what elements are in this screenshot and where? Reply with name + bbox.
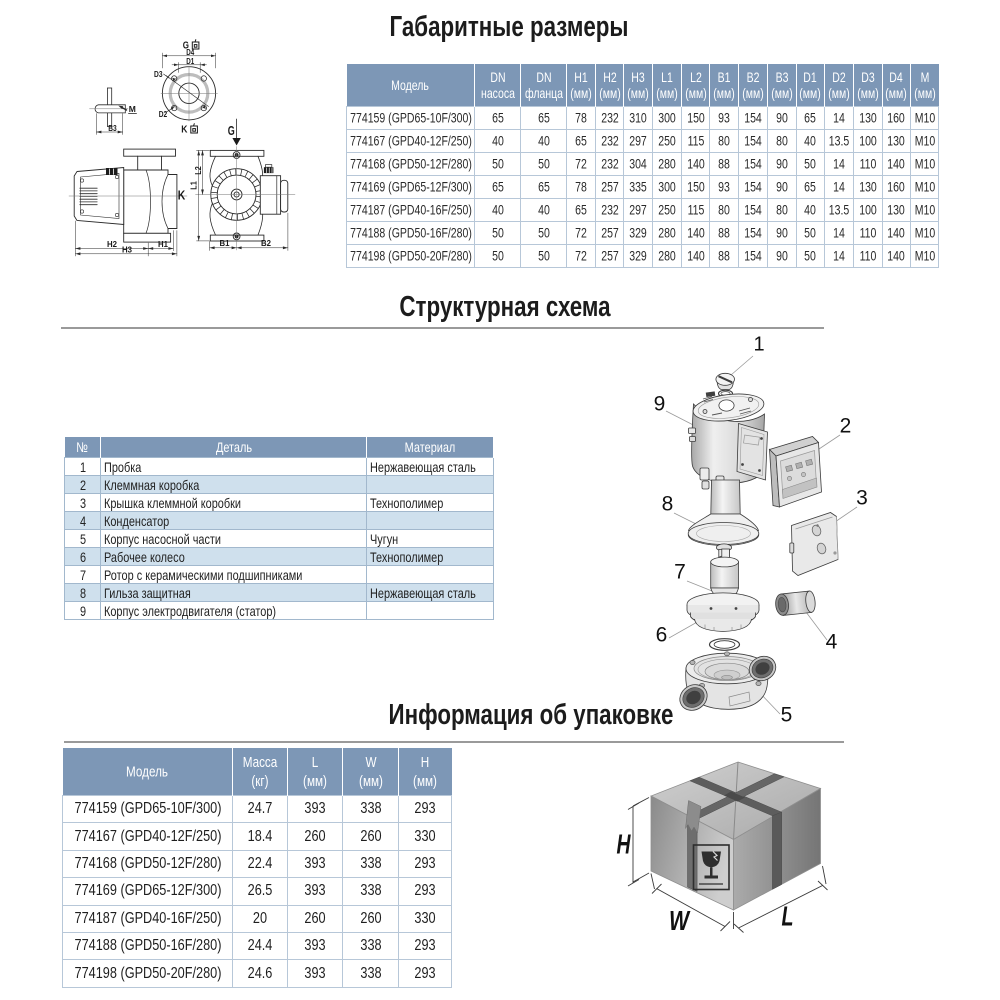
svg-text:H3: H3 (122, 244, 132, 254)
svg-text:L: L (782, 901, 794, 932)
svg-text:H2: H2 (107, 239, 117, 249)
svg-text:1: 1 (753, 334, 764, 356)
svg-text:9: 9 (654, 393, 666, 416)
svg-text:7: 7 (674, 561, 686, 584)
svg-text:2: 2 (840, 415, 852, 438)
svg-text:L2: L2 (194, 166, 203, 175)
svg-text:B1: B1 (220, 238, 230, 248)
svg-text:M: M (129, 104, 136, 114)
svg-text:4: 4 (826, 631, 838, 654)
svg-text:6: 6 (656, 624, 668, 647)
svg-text:G: G (228, 124, 235, 138)
svg-text:D2: D2 (159, 110, 168, 119)
svg-text:5: 5 (781, 704, 793, 727)
svg-text:H: H (617, 829, 632, 860)
svg-text:H1: H1 (158, 239, 168, 249)
svg-text:B3: B3 (108, 124, 117, 133)
svg-text:D3: D3 (154, 70, 163, 79)
svg-text:3: 3 (856, 487, 868, 510)
svg-text:8: 8 (662, 493, 674, 516)
svg-text:B2: B2 (261, 238, 271, 248)
svg-text:W: W (669, 905, 691, 936)
svg-text:L1: L1 (189, 181, 198, 190)
svg-text:K: K (178, 187, 186, 202)
svg-text:K: K (181, 125, 188, 136)
svg-text:D1: D1 (186, 57, 194, 66)
svg-text:G: G (183, 41, 189, 52)
svg-text:D4: D4 (186, 48, 194, 57)
